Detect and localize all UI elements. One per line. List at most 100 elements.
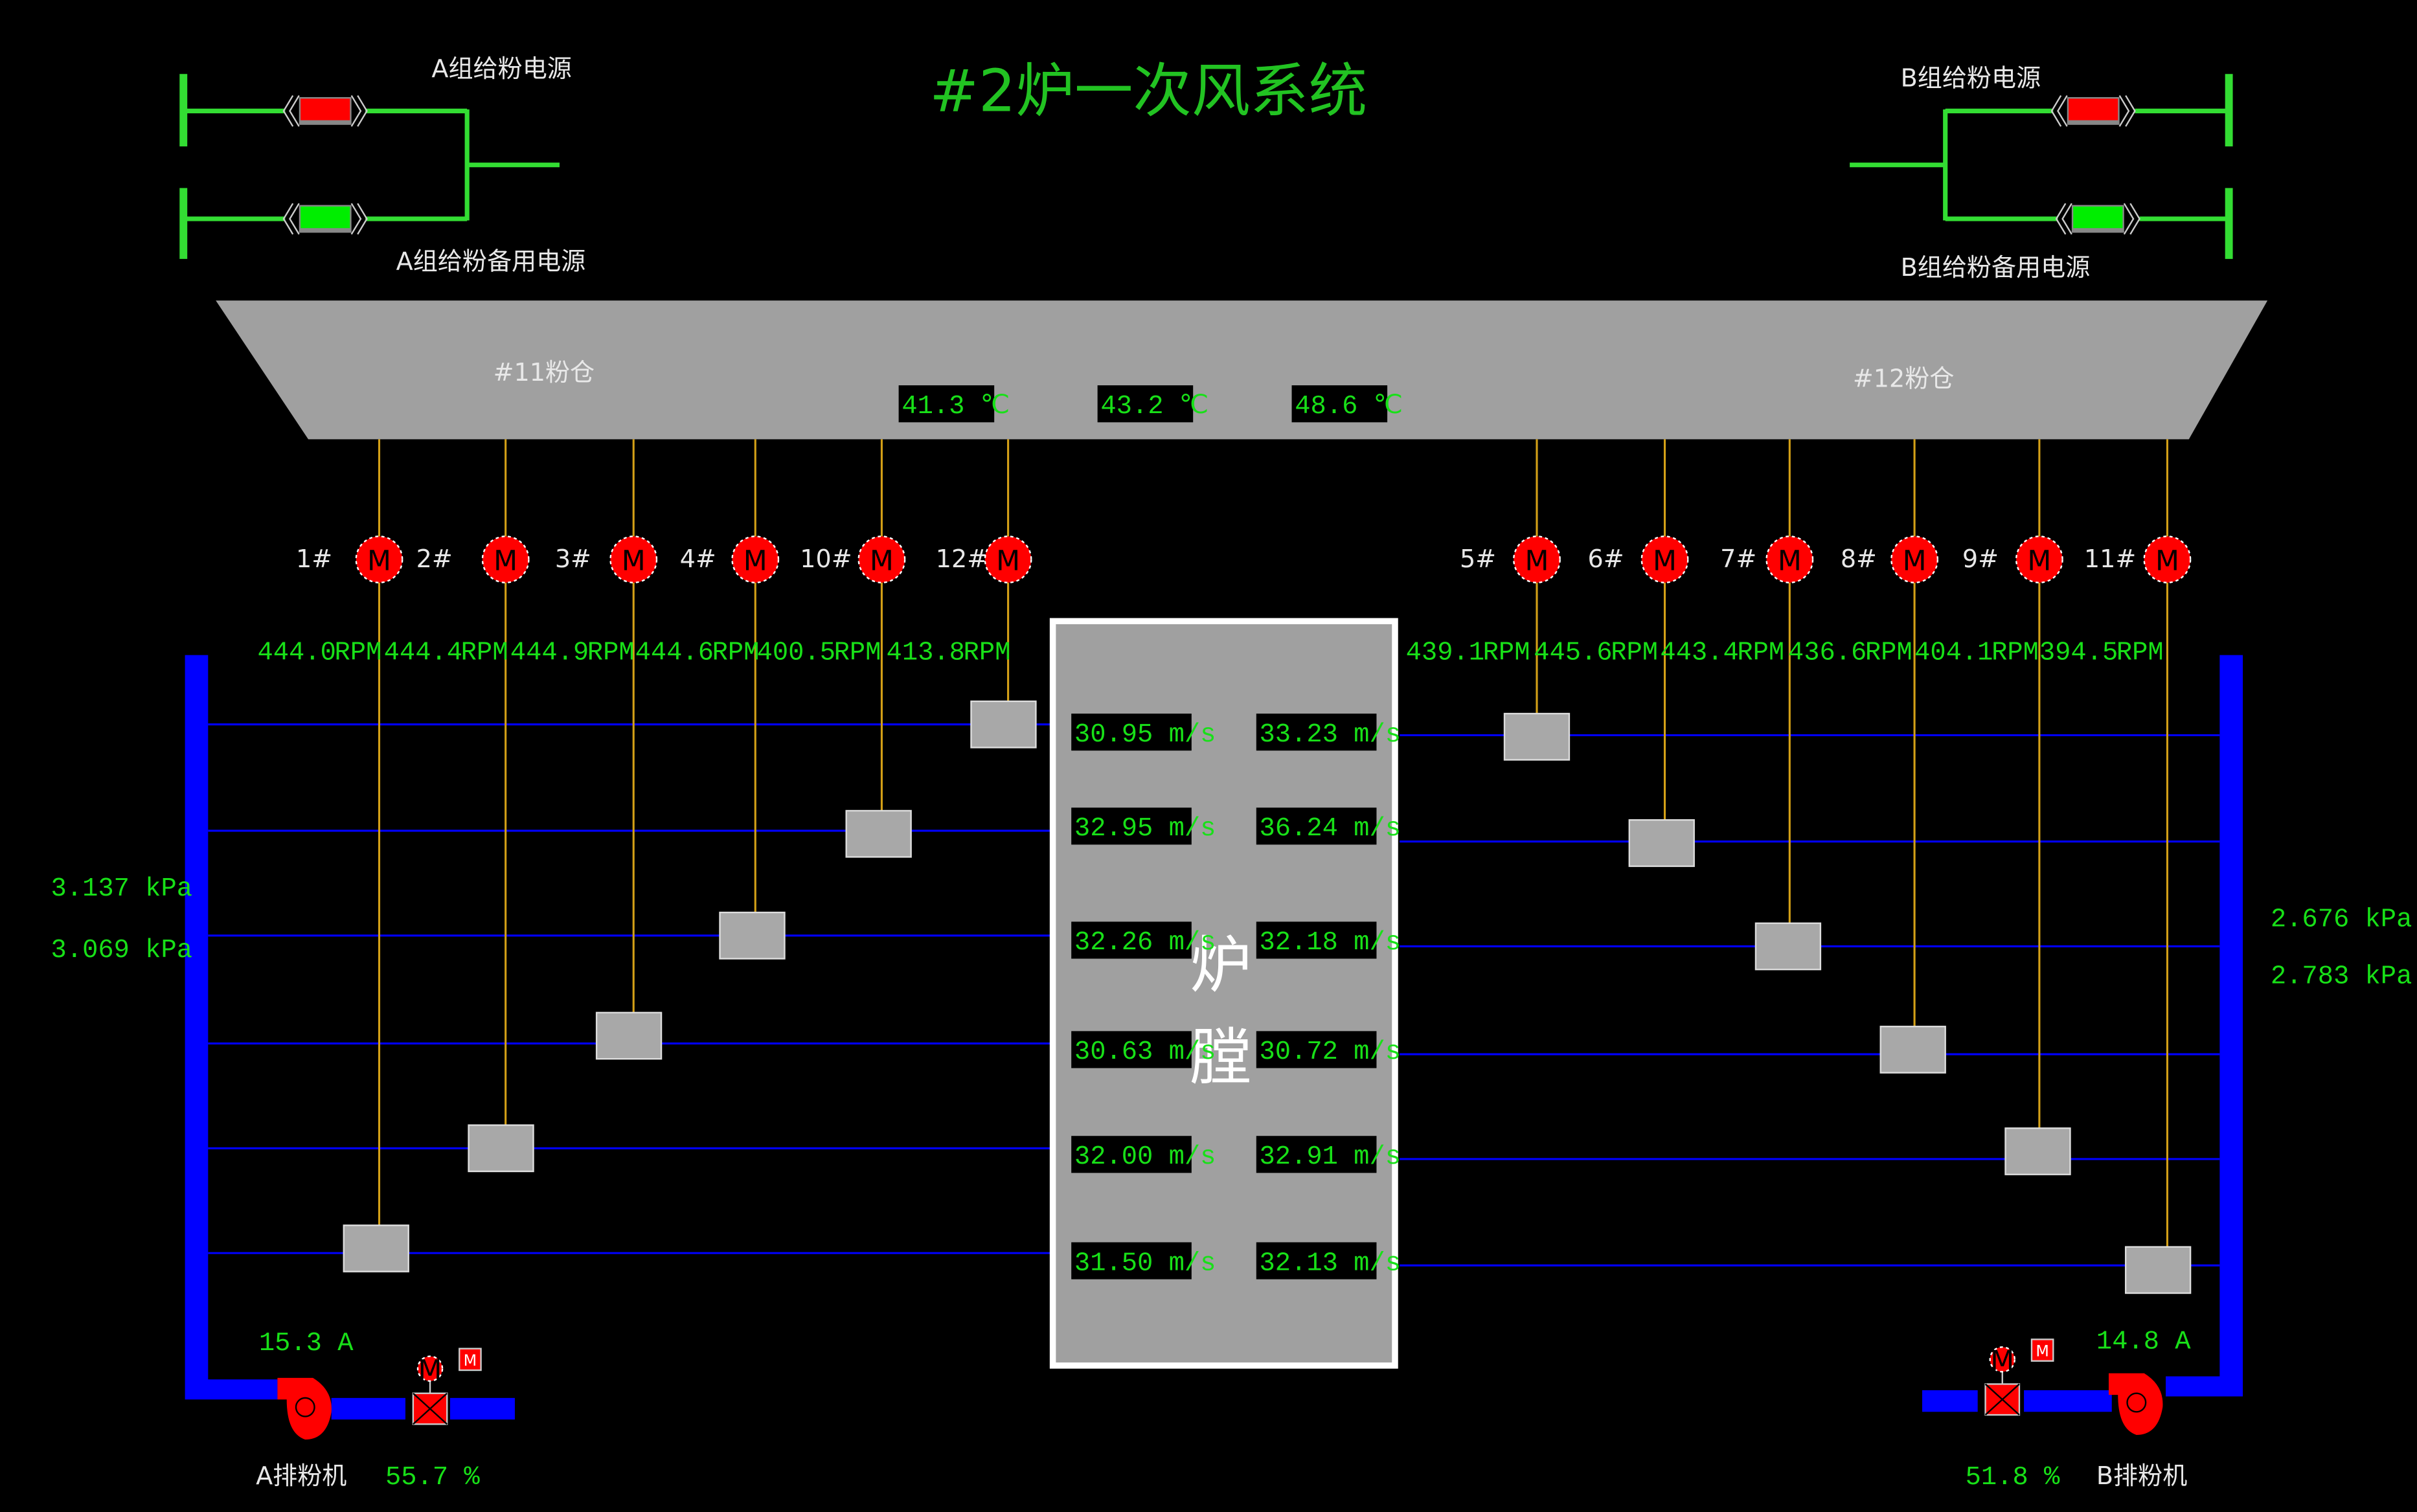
- damper-valve[interactable]: M: [1984, 1345, 2021, 1416]
- feeder-motor[interactable]: M: [609, 536, 658, 583]
- feeder-name: 5#: [1460, 545, 1496, 573]
- powder-feeder-box[interactable]: [1503, 712, 1571, 761]
- manual-mode-badge[interactable]: M: [2030, 1338, 2054, 1362]
- feeder-motor[interactable]: M: [355, 536, 403, 583]
- feeder-rpm-value: 439.1: [1406, 638, 1484, 668]
- breaker-b-backup[interactable]: [2055, 203, 2140, 235]
- feeder-name: 3#: [555, 545, 591, 573]
- fan-impeller-icon: [295, 1397, 315, 1417]
- breaker-state-indicator: [301, 98, 350, 120]
- feeder-motor[interactable]: M: [984, 536, 1032, 583]
- motor-icon: [1513, 536, 1561, 583]
- motor-icon: [984, 536, 1032, 583]
- feeder-motor[interactable]: M: [1765, 536, 1814, 583]
- breaker-a-backup[interactable]: [282, 203, 368, 235]
- motor-icon: [355, 536, 403, 583]
- feeder-motor[interactable]: M: [731, 536, 780, 583]
- motor-icon: [1989, 1346, 2015, 1373]
- feeder-motor[interactable]: M: [1640, 536, 1689, 583]
- feeder-name: 9#: [1962, 545, 1999, 573]
- motor-glyph: M: [743, 545, 767, 578]
- breaker-b-main[interactable]: [2050, 95, 2136, 127]
- exhauster-current: 15.3 A: [259, 1329, 354, 1359]
- feeder-rpm-unit: RPM: [2116, 638, 2164, 668]
- feeder-name: 4#: [680, 545, 716, 573]
- velocity-display-left: [1071, 1031, 1192, 1068]
- feeder-motor[interactable]: M: [1890, 536, 1938, 583]
- feeder-rpm-unit: RPM: [334, 638, 381, 668]
- exhauster-name: B排粉机: [2096, 1461, 2187, 1490]
- furnace-label: 膛: [1190, 1022, 1251, 1094]
- powder-feeder-box[interactable]: [1628, 819, 1695, 867]
- velocity-display-right: [1256, 1031, 1377, 1068]
- feeder-motor[interactable]: M: [481, 536, 530, 583]
- air-velocity-value: 32.26 m/s: [1074, 928, 1216, 958]
- powder-feeder-box[interactable]: [1879, 1026, 1946, 1074]
- valve-actuator[interactable]: M: [416, 1354, 444, 1386]
- feeder-rpm-unit: RPM: [964, 638, 1011, 668]
- powder-feeder-box[interactable]: [1754, 922, 1822, 971]
- powder-feeder-box[interactable]: [595, 1011, 663, 1060]
- motor-icon: [481, 536, 530, 583]
- feeder-motor[interactable]: M: [857, 536, 906, 583]
- feeder-rpm-unit: RPM: [587, 638, 635, 668]
- damper-opening: 51.8 %: [1966, 1463, 2060, 1493]
- powder-feeder-box[interactable]: [719, 911, 786, 960]
- air-velocity-value: 33.23 m/s: [1260, 720, 1401, 750]
- motor-glyph: M: [1990, 1345, 2014, 1377]
- powder-feeder-box[interactable]: [468, 1124, 534, 1173]
- motor-icon: [609, 536, 658, 583]
- feeder-rpm-value: 400.5: [757, 638, 835, 668]
- velocity-display-left: [1071, 1242, 1192, 1280]
- feeder-rpm-unit: RPM: [1611, 638, 1658, 668]
- duct-segment: [1922, 1390, 1978, 1412]
- air-velocity-value: 31.50 m/s: [1074, 1248, 1216, 1278]
- valve-actuator[interactable]: M: [1989, 1345, 2015, 1377]
- feeder-name: 12#: [936, 545, 988, 573]
- powder-feeder-box[interactable]: [343, 1224, 409, 1272]
- breaker-a-main[interactable]: [282, 95, 368, 127]
- motor-icon: [1890, 536, 1938, 583]
- temperature-value: 43.2 ℃: [1100, 392, 1208, 422]
- temperature-value: 48.6 ℃: [1295, 392, 1403, 422]
- air-velocity-value: 32.91 m/s: [1260, 1142, 1401, 1172]
- feeder-rpm-value: 443.4: [1660, 638, 1738, 668]
- feeder-name: 1#: [296, 545, 332, 573]
- powder-feeder-box[interactable]: [845, 809, 912, 858]
- duct-segment: [449, 1397, 515, 1420]
- damper-valve[interactable]: M: [412, 1354, 448, 1425]
- feeder-motor[interactable]: M: [2143, 536, 2192, 583]
- feeder-rpm-unit: RPM: [1991, 638, 2039, 668]
- feeder-rpm-unit: RPM: [1483, 638, 1530, 668]
- powder-feeder-box[interactable]: [2004, 1127, 2071, 1175]
- powder-feeder-box[interactable]: [2124, 1246, 2192, 1294]
- feeder-rpm-value: 445.6: [1534, 638, 1612, 668]
- main-duct-right: [2166, 655, 2243, 1397]
- mode-badge-bg: [459, 1348, 482, 1371]
- feeder-motor[interactable]: M: [2015, 536, 2063, 583]
- feeder-name: 2#: [416, 545, 453, 573]
- feeder-motor[interactable]: M: [1513, 536, 1561, 583]
- fan-icon: [2108, 1373, 2163, 1435]
- label-a-backup-power: A组给粉备用电源: [396, 247, 586, 276]
- manual-mode-badge[interactable]: M: [459, 1348, 482, 1371]
- motor-glyph: M: [870, 545, 894, 578]
- air-velocity-value: 30.72 m/s: [1260, 1037, 1401, 1067]
- breaker-bracket-icon: [2055, 203, 2140, 235]
- powder-feeder-box[interactable]: [970, 700, 1037, 749]
- breaker-state-indicator: [301, 206, 350, 229]
